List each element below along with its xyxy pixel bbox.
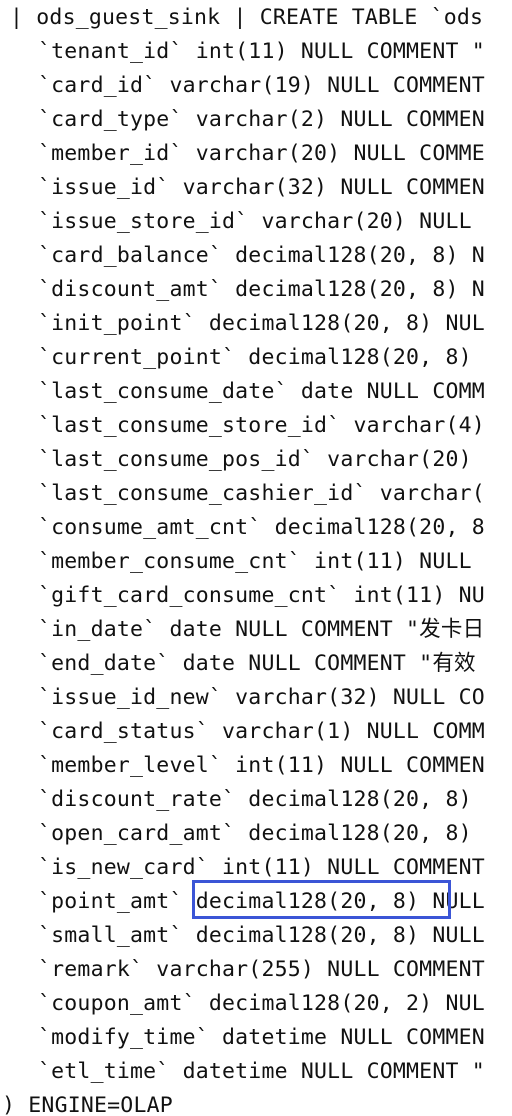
column-definition-line: `end_date` date NULL COMMENT "有效 [38, 651, 476, 676]
table-header-line: | ods_guest_sink | CREATE TABLE `ods [10, 5, 484, 30]
column-definition-line: `gift_card_consume_cnt` int(11) NU [38, 583, 485, 608]
column-definition-line: `last_consume_pos_id` varchar(20) [38, 447, 472, 472]
column-definition-line: `etl_time` datetime NULL COMMENT " [38, 1059, 485, 1084]
column-definition-line: `init_point` decimal128(20, 8) NUL [38, 311, 485, 336]
column-definition-line: `discount_amt` decimal128(20, 8) N [38, 277, 485, 302]
column-definition-line: `small_amt` decimal128(20, 8) NULL [38, 923, 485, 948]
column-definition-line: `last_consume_cashier_id` varchar( [38, 481, 485, 506]
column-definition-line: `member_consume_cnt` int(11) NULL [38, 549, 472, 574]
column-definition-line: `tenant_id` int(11) NULL COMMENT " [38, 39, 485, 64]
column-definition-line: `is_new_card` int(11) NULL COMMENT [38, 855, 485, 880]
column-definition-line: `issue_store_id` varchar(20) NULL [38, 209, 472, 234]
column-definition-line: `card_balance` decimal128(20, 8) N [38, 243, 485, 268]
column-definition-line: `card_type` varchar(2) NULL COMMEN [38, 107, 485, 132]
column-definition-line: `discount_rate` decimal128(20, 8) [38, 787, 472, 812]
column-definition-line: `card_id` varchar(19) NULL COMMENT [38, 73, 485, 98]
column-definition-line: `member_id` varchar(20) NULL COMME [38, 141, 485, 166]
column-definition-line: `point_amt` decimal128(20, 8) NULL [38, 889, 485, 914]
column-definition-line: `issue_id_new` varchar(32) NULL CO [38, 685, 485, 710]
engine-clause-line: ) ENGINE=OLAP [2, 1093, 173, 1116]
column-definition-line: `open_card_amt` decimal128(20, 8) [38, 821, 472, 846]
column-definition-line: `member_level` int(11) NULL COMMEN [38, 753, 485, 778]
column-definition-line: `coupon_amt` decimal128(20, 2) NUL [38, 991, 485, 1016]
column-definition-line: `remark` varchar(255) NULL COMMENT [38, 957, 485, 982]
column-definition-line: `issue_id` varchar(32) NULL COMMEN [38, 175, 485, 200]
column-definition-line: `current_point` decimal128(20, 8) [38, 345, 472, 370]
column-definition-line: `in_date` date NULL COMMENT "发卡日 [38, 617, 485, 642]
column-definition-line: `card_status` varchar(1) NULL COMM [38, 719, 485, 744]
column-definition-line: `modify_time` datetime NULL COMMEN [38, 1025, 485, 1050]
column-definition-line: `last_consume_store_id` varchar(4) [38, 413, 485, 438]
column-definition-line: `consume_amt_cnt` decimal128(20, 8 [38, 515, 485, 540]
column-definition-line: `last_consume_date` date NULL COMM [38, 379, 485, 404]
